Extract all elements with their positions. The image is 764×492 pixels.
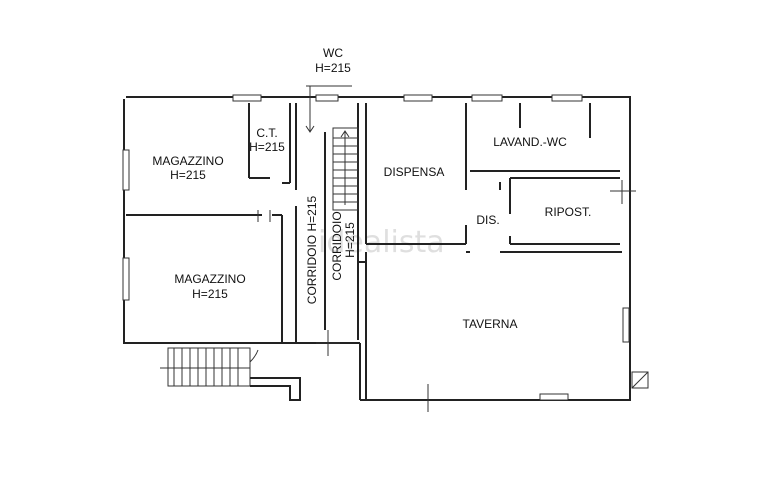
corridoio-2-label: CORRIDOIO (330, 211, 344, 280)
magazzino-2-label: MAGAZZINO (174, 272, 245, 286)
watermark: idealista (318, 225, 445, 260)
outside-stair (160, 347, 301, 401)
lavand-wc-label: LAVAND.-WC (493, 135, 567, 149)
ripost-label: RIPOST. (545, 205, 592, 219)
magazzino-2-height-label: H=215 (192, 287, 228, 301)
corridoio-2-height-label: H=215 (343, 222, 357, 258)
stairs (333, 130, 358, 205)
section-markers (257, 85, 649, 412)
taverna-label: TAVERNA (463, 317, 518, 331)
magazzino-1-label: MAGAZZINO (152, 154, 223, 168)
dis-label: DIS. (476, 213, 499, 227)
wc-label: WC (323, 46, 343, 60)
ct-label: C.T. (256, 126, 277, 140)
interior-walls (126, 103, 622, 400)
wc-height-label: H=215 (315, 61, 351, 75)
ct-height-label: H=215 (249, 140, 285, 154)
magazzino-1-height-label: H=215 (170, 168, 206, 182)
corridoio-1-label: CORRIDOIO H=215 (305, 195, 319, 304)
dispensa-label: DISPENSA (384, 165, 445, 179)
windows (122, 94, 630, 401)
